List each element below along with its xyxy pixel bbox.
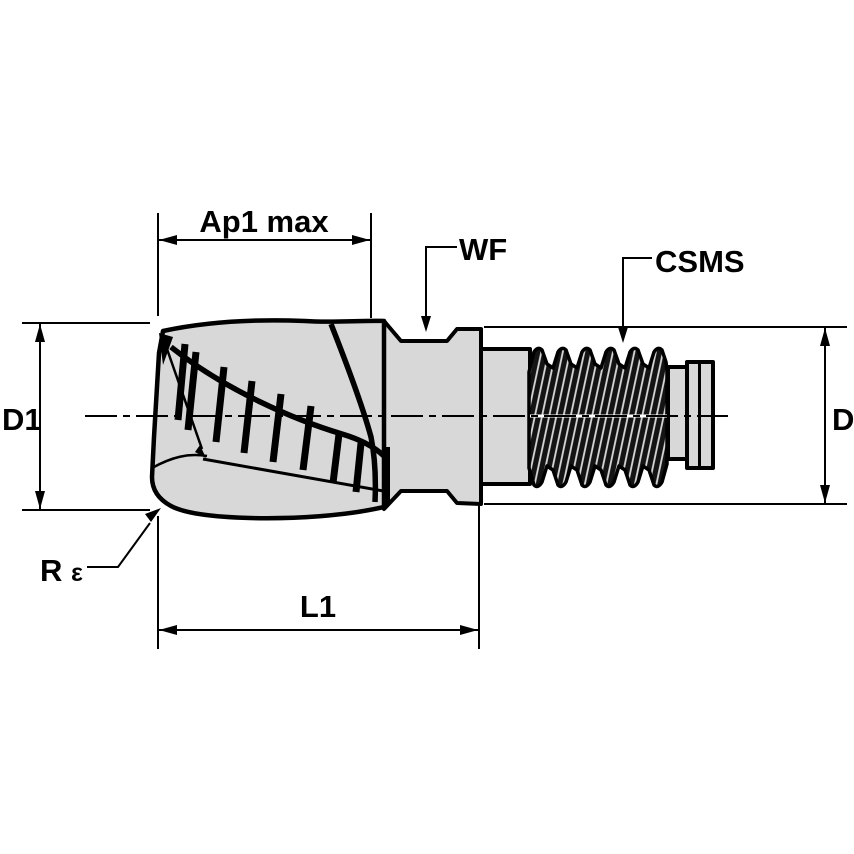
flute-bar	[329, 433, 343, 484]
rear-ring	[666, 365, 689, 461]
d-arrow-up	[820, 328, 830, 346]
csms-arrow	[618, 327, 628, 343]
label-l1: L1	[300, 589, 336, 624]
flute-helix-curve-right	[328, 322, 379, 503]
corner-chamfer-wedge	[159, 333, 173, 365]
end-gash-tip	[195, 445, 206, 458]
ap1-arrow-right	[352, 235, 370, 245]
flute-details	[151, 322, 390, 504]
label-corner-radius-epsilon: ε	[71, 559, 83, 587]
label-csms: CSMS	[655, 244, 745, 279]
end-face-edge	[165, 348, 204, 450]
l1-arrow-left	[159, 625, 177, 635]
label-wf: WF	[459, 232, 507, 267]
label-d1: D1	[2, 402, 42, 437]
corner-radius-arrow	[145, 508, 161, 522]
dimension-arrowheads	[35, 235, 830, 635]
d1-arrow-up	[35, 324, 45, 342]
label-ap1-max: Ap1 max	[199, 204, 329, 239]
wf-leader-line	[425, 246, 457, 317]
d-arrow-down	[820, 485, 830, 503]
label-corner-radius-r: R	[40, 553, 62, 588]
d1-arrow-down	[35, 491, 45, 509]
corner-radius-leader-line	[87, 522, 151, 568]
dimension-lines	[22, 213, 847, 649]
flute-bar	[269, 393, 285, 463]
csms-leader-line	[622, 257, 652, 328]
flute-valley-line	[202, 457, 390, 494]
flute-bar	[174, 343, 189, 421]
tool-body	[149, 318, 715, 521]
ap1-arrow-left	[159, 235, 177, 245]
flute-bar	[352, 442, 365, 493]
dimension-labels: Ap1 max WF CSMS D1 D R ε L1	[2, 204, 854, 624]
cutting-head	[149, 318, 387, 521]
l1-arrow-right	[460, 625, 478, 635]
label-d: D	[832, 402, 854, 437]
label-corner-radius: R ε	[40, 553, 83, 588]
wf-arrow	[421, 316, 431, 332]
flute-bar	[212, 366, 228, 443]
